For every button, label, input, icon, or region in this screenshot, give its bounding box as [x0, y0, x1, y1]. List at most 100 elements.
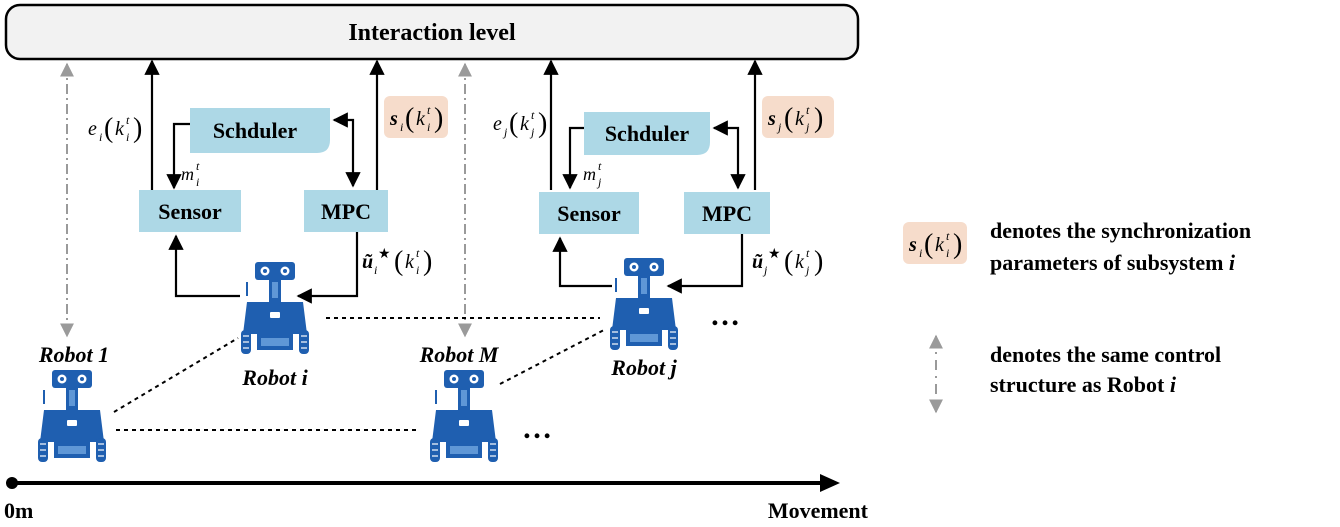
svg-text:m: m [583, 164, 596, 184]
scheduler-label-j: Schduler [605, 121, 690, 146]
mode-signal-i: m t i [181, 159, 200, 189]
sensor-block-i [139, 190, 241, 232]
svg-text:s: s [389, 108, 398, 130]
svg-text:k: k [795, 108, 805, 130]
svg-text:t: t [126, 113, 130, 127]
svg-text:(: ( [405, 103, 414, 134]
robot-links [113, 317, 605, 431]
interaction-level-bar: Interaction level [4, 3, 860, 61]
svg-text:t: t [806, 246, 810, 260]
svg-text:k: k [405, 251, 415, 273]
svg-text:(: ( [784, 246, 793, 277]
sensor-block-j [539, 192, 639, 234]
svg-text:(: ( [509, 108, 518, 139]
sync-parameter-i: s i ( k t i ) [384, 96, 448, 138]
error-signal-i: e i ( k t i ) [88, 113, 142, 144]
scheduler-block-i [190, 108, 330, 153]
interaction-level-label: Interaction level [348, 20, 516, 46]
svg-text:t: t [196, 159, 200, 173]
robot-1-icon [37, 369, 107, 463]
svg-text:i: i [416, 263, 419, 277]
svg-text:t: t [416, 246, 420, 260]
svg-text:j: j [529, 125, 535, 139]
svg-text:j: j [596, 175, 602, 189]
sensor-label-j: Sensor [557, 201, 621, 226]
sensor-label-i: Sensor [158, 199, 222, 224]
robot-m-icon [429, 369, 499, 463]
svg-text:): ) [133, 113, 142, 144]
svg-text:j: j [502, 125, 508, 139]
svg-text:i: i [427, 120, 430, 134]
robot-i-label: Robot i [241, 365, 308, 390]
robot-j-icon [609, 257, 679, 351]
svg-text:★: ★ [378, 247, 391, 262]
svg-text:ũ: ũ [752, 251, 763, 273]
ellipsis-upper: … [710, 299, 740, 332]
svg-text:s: s [767, 108, 776, 130]
legend-same-text-line2: structure as Robot i [990, 372, 1177, 397]
svg-text:i: i [99, 130, 102, 144]
svg-text:t: t [531, 108, 535, 122]
mode-signal-j: m t j [583, 159, 602, 189]
axis-end-label: Movement [768, 498, 869, 523]
mpc-label-i: MPC [321, 199, 371, 224]
svg-text:(: ( [104, 113, 113, 144]
svg-text:(: ( [394, 246, 403, 277]
ellipsis-lower: … [522, 412, 552, 445]
svg-text:): ) [814, 246, 823, 277]
svg-text:): ) [423, 246, 432, 277]
svg-text:m: m [181, 164, 194, 184]
svg-text:ũ: ũ [362, 251, 373, 273]
legend: s i ( k t i ) denotes the synchronizatio… [903, 218, 1251, 414]
svg-text:i: i [946, 246, 949, 260]
svg-text:k: k [935, 234, 945, 256]
svg-text:k: k [795, 251, 805, 273]
svg-text:j: j [804, 263, 810, 277]
control-input-i: ũ i ★ ( k t i ) [362, 246, 432, 277]
sync-parameter-j: s j ( k t j ) [762, 96, 834, 138]
axis-origin-label: 0m [4, 498, 33, 523]
legend-sync-text-line2: parameters of subsystem i [990, 250, 1236, 275]
movement-axis: 0m Movement [4, 474, 869, 523]
svg-text:t: t [427, 103, 431, 117]
svg-text:(: ( [924, 229, 933, 260]
mpc-block-i [304, 190, 388, 232]
scheduler-block-j [584, 112, 710, 155]
svg-text:★: ★ [768, 247, 781, 262]
svg-text:j: j [804, 120, 810, 134]
svg-text:k: k [416, 108, 426, 130]
svg-text:e: e [493, 113, 502, 135]
legend-same-text-line1: denotes the same control [990, 342, 1221, 367]
svg-text:k: k [115, 118, 125, 140]
svg-text:i: i [374, 263, 377, 277]
svg-text:): ) [434, 103, 443, 134]
mpc-block-j [684, 192, 770, 234]
svg-text:j: j [776, 120, 782, 134]
legend-sync-symbol: s i ( k t i ) [903, 222, 967, 264]
scheduler-label-i: Schduler [213, 118, 298, 143]
svg-text:): ) [538, 108, 547, 139]
legend-sync-text-line1: denotes the synchronization [990, 218, 1251, 243]
svg-text:(: ( [784, 103, 793, 134]
robot-m-label: Robot M [419, 342, 500, 367]
svg-text:): ) [953, 229, 962, 260]
svg-text:t: t [806, 103, 810, 117]
robot-j-label: Robot j [610, 355, 677, 380]
svg-text:i: i [126, 130, 129, 144]
svg-text:s: s [908, 234, 917, 256]
svg-text:k: k [520, 113, 530, 135]
control-input-j: ũ j ★ ( k t j ) [752, 246, 823, 277]
svg-text:t: t [946, 229, 950, 243]
subsystem-j: Schduler m t j Sensor MPC e j ( k t j ) … [493, 59, 834, 294]
svg-text:i: i [196, 175, 199, 189]
svg-text:e: e [88, 118, 97, 140]
error-signal-j: e j ( k t j ) [493, 108, 547, 139]
svg-text:i: i [919, 246, 922, 260]
mpc-label-j: MPC [702, 201, 752, 226]
subsystem-i: Schduler m t i Sensor MPC e i ( k t i ) [88, 59, 448, 304]
svg-text:): ) [814, 103, 823, 134]
svg-text:t: t [598, 159, 602, 173]
robot-i-icon [240, 261, 310, 355]
svg-text:j: j [762, 263, 768, 277]
